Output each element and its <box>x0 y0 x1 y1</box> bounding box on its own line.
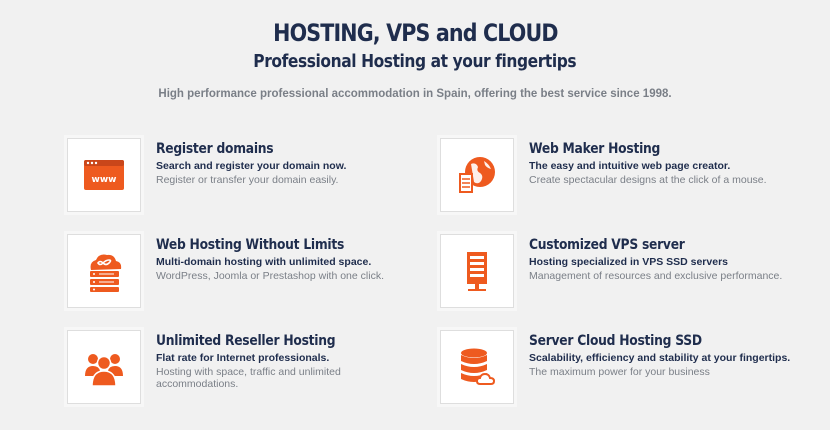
feature-icon-box[interactable] <box>440 330 514 404</box>
feature-description: The easy and intuitive web page creator. <box>529 160 731 172</box>
feature-description: Flat rate for Internet professionals. <box>156 352 330 364</box>
page-title: HOSTING, VPS and CLOUD <box>272 19 558 47</box>
cloud-infinity-server-icon <box>90 254 122 292</box>
hero-section: HOSTING, VPS and CLOUD Professional Host… <box>0 18 830 100</box>
feature-icon-box[interactable] <box>67 234 141 308</box>
feature-detail: Create spectacular designs at the click … <box>529 174 767 186</box>
feature-register-domains[interactable]: www Register domains Search and register… <box>67 138 447 214</box>
browser-www-icon: www <box>84 160 124 190</box>
feature-web-maker-hosting[interactable]: Web Maker Hosting The easy and intuitive… <box>440 138 820 214</box>
server-rack-icon <box>467 252 487 291</box>
feature-description: Multi-domain hosting with unlimited spac… <box>156 256 372 268</box>
feature-detail: WordPress, Joomla or Prestashop with one… <box>156 270 384 282</box>
feature-title[interactable]: Unlimited Reseller Hosting <box>156 333 336 349</box>
feature-title[interactable]: Web Maker Hosting <box>529 141 661 157</box>
feature-web-hosting-without-limits[interactable]: Web Hosting Without Limits Multi-domain … <box>67 234 447 310</box>
feature-unlimited-reseller-hosting[interactable]: Unlimited Reseller Hosting Flat rate for… <box>67 330 447 406</box>
feature-icon-box[interactable] <box>440 138 514 212</box>
feature-customized-vps-server[interactable]: Customized VPS server Hosting specialize… <box>440 234 820 310</box>
feature-detail: Hosting with space, traffic and unlimite… <box>156 366 341 390</box>
feature-icon-box[interactable]: www <box>67 138 141 212</box>
svg-text:www: www <box>92 175 117 185</box>
page-subtitle: Professional Hosting at your fingertips <box>253 51 577 72</box>
feature-detail: Register or transfer your domain easily. <box>156 174 339 186</box>
feature-title[interactable]: Register domains <box>156 141 274 157</box>
feature-detail: Management of resources and exclusive pe… <box>529 270 783 282</box>
feature-icon-box[interactable] <box>440 234 514 308</box>
page-tagline: High performance professional accommodat… <box>158 88 672 100</box>
feature-server-cloud-hosting-ssd[interactable]: Server Cloud Hosting SSD Scalability, ef… <box>440 330 820 406</box>
feature-description: Hosting specialized in VPS SSD servers <box>529 256 728 268</box>
feature-title[interactable]: Web Hosting Without Limits <box>156 237 345 253</box>
feature-description: Scalability, efficiency and stability at… <box>529 352 791 364</box>
feature-detail: The maximum power for your business <box>529 366 710 378</box>
users-group-icon <box>85 354 123 387</box>
feature-title[interactable]: Customized VPS server <box>529 237 685 253</box>
feature-description: Search and register your domain now. <box>156 160 347 172</box>
feature-title[interactable]: Server Cloud Hosting SSD <box>529 333 702 349</box>
globe-server-icon <box>459 157 495 193</box>
feature-icon-box[interactable] <box>67 330 141 404</box>
database-cloud-icon <box>461 348 496 385</box>
